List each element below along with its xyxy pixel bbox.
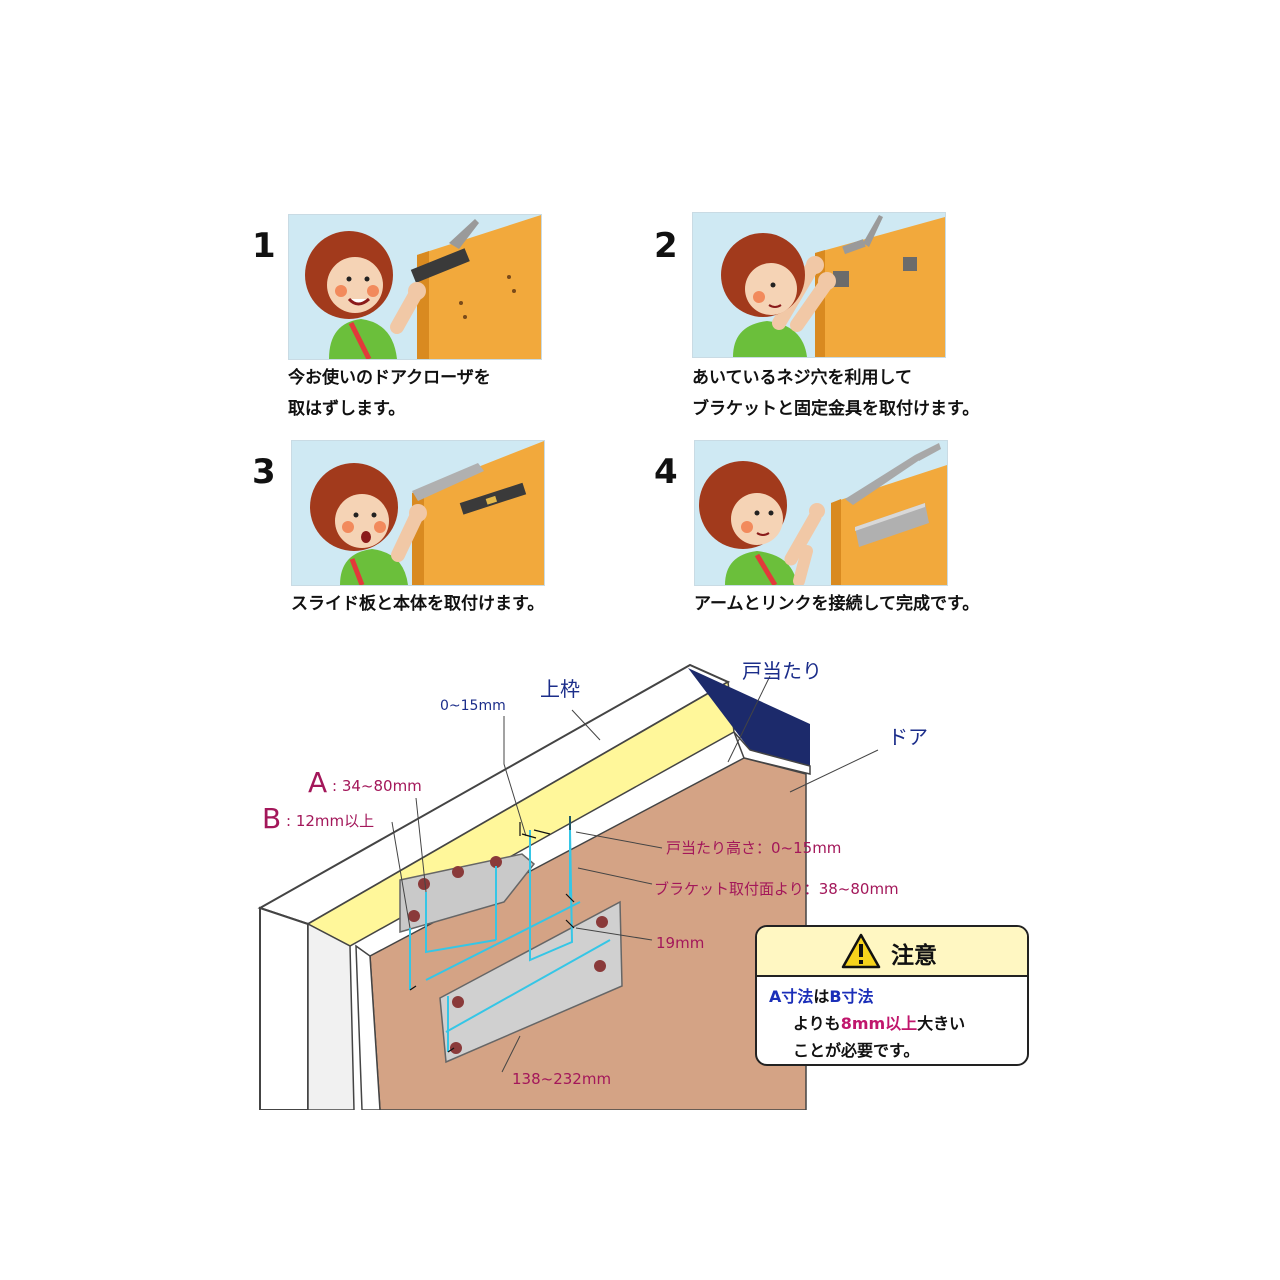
- caution-line-1: A寸法はB寸法: [769, 983, 1027, 1010]
- warning-icon: [841, 933, 881, 969]
- step-1-caption-line-2: 取はずします。: [288, 399, 406, 419]
- plate-screw-hole: [450, 1042, 462, 1054]
- plate-screw-hole: [594, 960, 606, 972]
- caution-note: 注意 A寸法はB寸法 よりも8mm以上大きい ことが必要です。: [755, 925, 1029, 1066]
- caution-line-3: ことが必要です。: [793, 1041, 920, 1060]
- door-stop-label: 戸当たり: [742, 659, 822, 683]
- step-2-illustration: [692, 212, 946, 358]
- caution-line-2: よりも8mm以上大きい: [769, 1010, 1027, 1037]
- step-4-caption: アームとリンクを接続して完成です。: [694, 589, 979, 620]
- installation-dimension-diagram: 上枠 戸当たり ドア 0~15mm A : 34~80mm B : 12mm以上…: [257, 659, 928, 1110]
- step-2-caption-line-1: あいているネジ穴を利用して: [692, 368, 912, 388]
- step-4-number: 4: [654, 452, 678, 492]
- plate-screw-hole: [452, 996, 464, 1008]
- bracket-screw-hole: [418, 878, 430, 890]
- b-dimension-range: : 12mm以上: [286, 812, 374, 830]
- b-dimension-term: B寸法: [829, 987, 874, 1006]
- door-stop-strip: [688, 668, 810, 766]
- dimension-gap-bracket: [519, 822, 537, 839]
- slide-plate: [439, 900, 623, 1064]
- a-dimension-letter: A: [308, 766, 327, 799]
- step-4-illustration: [694, 440, 948, 586]
- frame-inner-jamb: [307, 922, 355, 1110]
- caution-particle: は: [813, 987, 830, 1006]
- caution-title: 注意: [891, 943, 937, 969]
- step-1-illustration: [288, 214, 542, 360]
- step-4-caption-line-1: アームとリンクを接続して完成です。: [694, 594, 980, 614]
- caution-header: 注意: [757, 927, 1027, 977]
- from-bracket-label: ブラケット取付面より：38~80mm: [654, 880, 899, 898]
- step-3-number: 3: [252, 452, 276, 492]
- gap-dimension-label: 0~15mm: [440, 698, 506, 714]
- mounting-bracket: [399, 853, 536, 933]
- caution-line-2-prefix: よりも: [793, 1014, 841, 1033]
- plate-screw-hole: [596, 916, 608, 928]
- dimension-lines: [409, 816, 611, 1052]
- a-dimension-range: : 34~80mm: [332, 777, 422, 795]
- step-1-caption-line-1: 今お使いのドアクローザを: [288, 368, 491, 388]
- plate-height-label: 19mm: [656, 934, 704, 952]
- bracket-screw-hole: [408, 910, 420, 922]
- caution-body: A寸法はB寸法 よりも8mm以上大きい ことが必要です。: [757, 977, 1027, 1064]
- plate-length-label: 138~232mm: [512, 1070, 611, 1088]
- a-dimension-term: A寸法: [769, 987, 814, 1006]
- step-3-illustration: [291, 440, 545, 586]
- step-1-caption: 今お使いのドアクローザを 取はずします。: [288, 363, 491, 425]
- step-1-number: 1: [252, 226, 276, 266]
- step-2-number: 2: [654, 226, 678, 266]
- step-2-caption-line-2: ブラケットと固定金具を取付けます。: [692, 399, 980, 419]
- dimension-arrows: [409, 816, 575, 1053]
- upper-frame-label: 上枠: [540, 677, 580, 701]
- caution-line-2-suffix: 大きい: [917, 1014, 966, 1033]
- door-label: ドア: [888, 725, 928, 749]
- bracket-screw-hole: [452, 866, 464, 878]
- step-3-caption-line-1: スライド板と本体を取付けます。: [291, 594, 545, 614]
- frame-jamb: [259, 906, 309, 1110]
- bracket-screw-hole: [490, 856, 502, 868]
- leader-lines: [391, 675, 879, 1073]
- caution-highlight: 8mm以上: [840, 1014, 918, 1033]
- b-dimension-letter: B: [262, 802, 281, 835]
- step-2-caption: あいているネジ穴を利用して ブラケットと固定金具を取付けます。: [692, 363, 979, 425]
- stop-height-label: 戸当たり高さ：0~15mm: [666, 839, 841, 857]
- door-edge: [355, 944, 381, 1110]
- step-3-caption: スライド板と本体を取付けます。: [291, 589, 544, 620]
- door-stop-edge: [733, 731, 811, 775]
